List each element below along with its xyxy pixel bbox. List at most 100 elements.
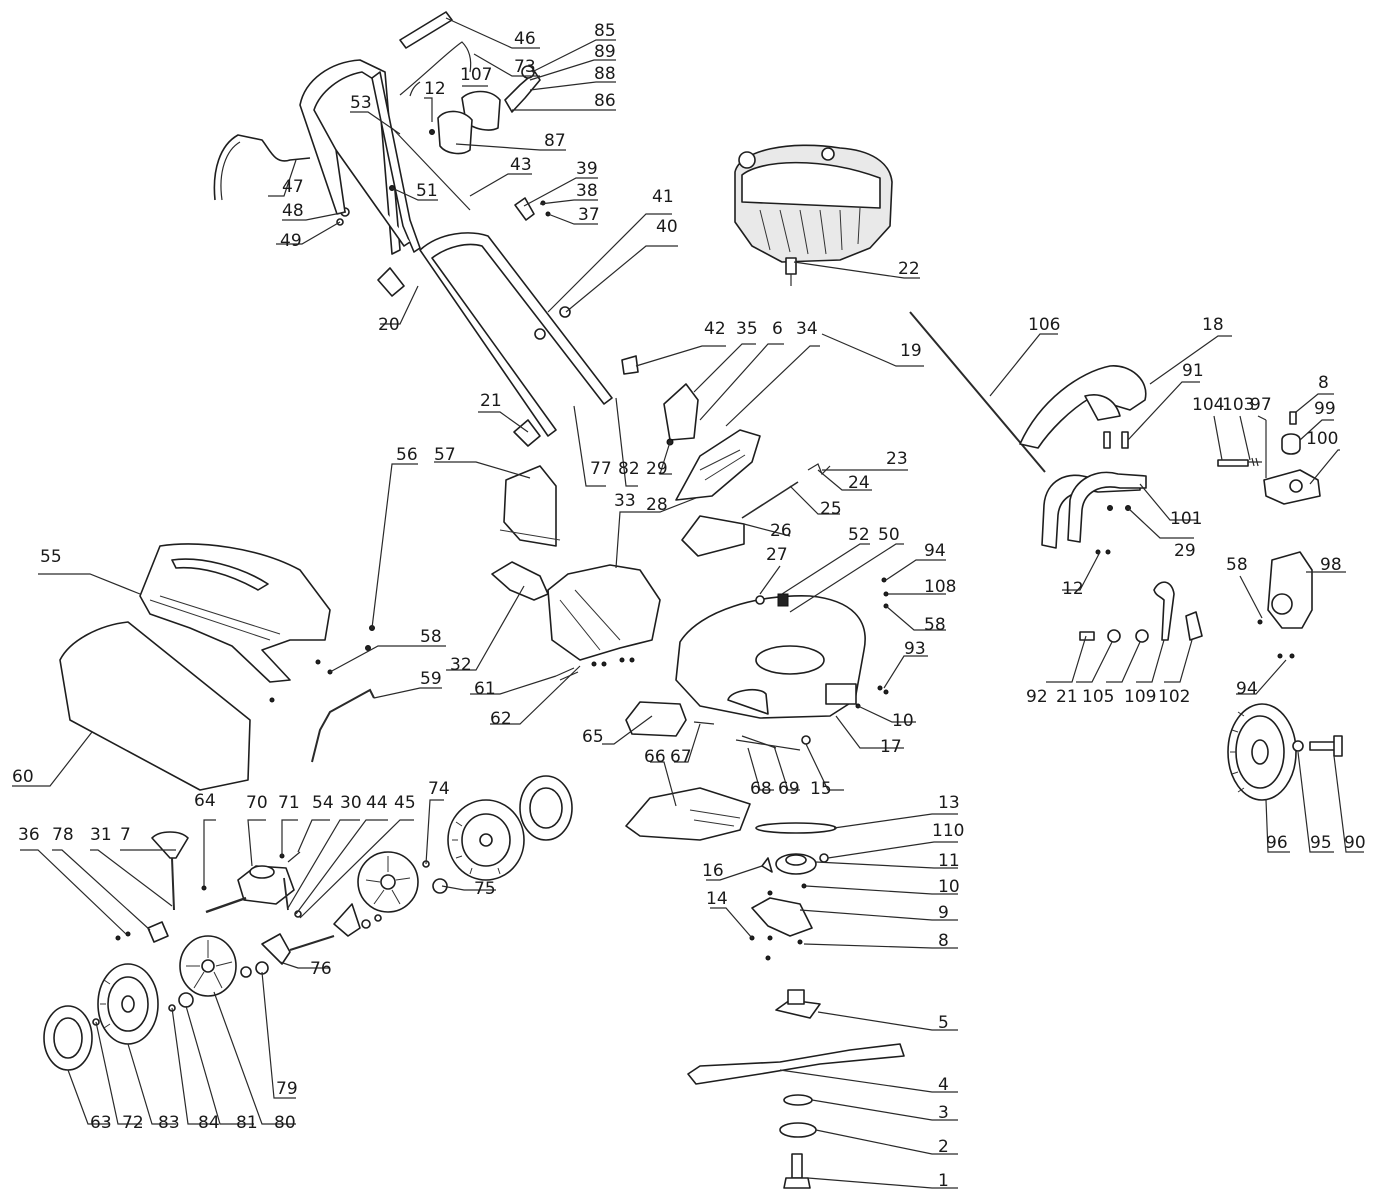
- part-label: 94: [1236, 679, 1258, 699]
- part-label: 11: [938, 851, 960, 871]
- part-label: 88: [594, 64, 616, 84]
- part-label: 50: [878, 525, 900, 545]
- part-label: 96: [1266, 833, 1288, 853]
- part-label: 21: [1056, 687, 1078, 707]
- part-label: 84: [198, 1113, 220, 1133]
- part-label: 91: [1182, 361, 1204, 381]
- part-label: 15: [810, 779, 832, 799]
- part-label: 97: [1250, 395, 1272, 415]
- part-label: 109: [1124, 687, 1156, 707]
- part-label: 74: [428, 779, 450, 799]
- leader-lines: [12, 17, 1364, 1189]
- part-label: 65: [582, 727, 604, 747]
- part-label: 101: [1170, 509, 1202, 529]
- part-label: 24: [848, 473, 870, 493]
- part-label: 3: [938, 1103, 949, 1123]
- part-label: 59: [420, 669, 442, 689]
- part-label: 92: [1026, 687, 1048, 707]
- part-label: 17: [880, 737, 902, 757]
- part-label: 35: [736, 319, 758, 339]
- part-label: 12: [424, 79, 446, 99]
- part-label: 10: [892, 711, 914, 731]
- part-label: 93: [904, 639, 926, 659]
- part-label: 34: [796, 319, 818, 339]
- part-label: 4: [938, 1075, 949, 1095]
- part-label: 32: [450, 655, 472, 675]
- part-label: 81: [236, 1113, 258, 1133]
- part-label: 99: [1314, 399, 1336, 419]
- part-label: 14: [706, 889, 728, 909]
- part-label: 27: [766, 545, 788, 565]
- part-label: 89: [594, 42, 616, 62]
- part-label: 9: [938, 903, 949, 923]
- part-label: 30: [340, 793, 362, 813]
- part-label: 23: [886, 449, 908, 469]
- part-label: 25: [820, 499, 842, 519]
- part-label: 90: [1344, 833, 1366, 853]
- part-label: 12: [1062, 579, 1084, 599]
- part-label: 46: [514, 29, 536, 49]
- part-label: 20: [378, 315, 400, 335]
- part-label: 78: [52, 825, 74, 845]
- part-label: 60: [12, 767, 34, 787]
- part-label: 69: [778, 779, 800, 799]
- part-label: 77: [590, 459, 612, 479]
- part-label: 54: [312, 793, 334, 813]
- part-label: 86: [594, 91, 616, 111]
- part-label: 107: [460, 65, 492, 85]
- part-label: 53: [350, 93, 372, 113]
- part-label: 37: [578, 205, 600, 225]
- part-label: 44: [366, 793, 388, 813]
- part-label: 87: [544, 131, 566, 151]
- parts: [43, 11, 1343, 1189]
- part-label: 26: [770, 521, 792, 541]
- part-label: 76: [310, 959, 332, 979]
- part-label: 2: [938, 1137, 949, 1157]
- part-label: 40: [656, 217, 678, 237]
- part-label: 70: [246, 793, 268, 813]
- part-label: 39: [576, 159, 598, 179]
- part-label: 106: [1028, 315, 1060, 335]
- part-label: 36: [18, 825, 40, 845]
- part-label: 67: [670, 747, 692, 767]
- part-label: 71: [278, 793, 300, 813]
- part-label: 28: [646, 495, 668, 515]
- part-label: 16: [702, 861, 724, 881]
- part-label: 31: [90, 825, 112, 845]
- part-label: 100: [1306, 429, 1338, 449]
- part-label: 105: [1082, 687, 1114, 707]
- part-label: 110: [932, 821, 964, 841]
- part-number-labels: 46 85 89 73 88 107 86 12 53 87 43 39 38 …: [12, 21, 1366, 1191]
- part-label: 19: [900, 341, 922, 361]
- part-label: 47: [282, 177, 304, 197]
- part-label: 8: [938, 931, 949, 951]
- part-label: 61: [474, 679, 496, 699]
- part-label: 13: [938, 793, 960, 813]
- part-label: 85: [594, 21, 616, 41]
- part-label: 42: [704, 319, 726, 339]
- part-label: 1: [938, 1171, 949, 1191]
- part-label: 29: [1174, 541, 1196, 561]
- part-label: 41: [652, 187, 674, 207]
- part-label: 22: [898, 259, 920, 279]
- part-label: 57: [434, 445, 456, 465]
- part-label: 56: [396, 445, 418, 465]
- part-label: 72: [122, 1113, 144, 1133]
- part-label: 58: [1226, 555, 1248, 575]
- part-label: 73: [514, 57, 536, 77]
- part-label: 6: [772, 319, 783, 339]
- part-label: 21: [480, 391, 502, 411]
- part-label: 52: [848, 525, 870, 545]
- part-label: 68: [750, 779, 772, 799]
- part-label: 10: [938, 877, 960, 897]
- part-label: 51: [416, 181, 438, 201]
- part-label: 8: [1318, 373, 1329, 393]
- part-label: 29: [646, 459, 668, 479]
- part-label: 58: [420, 627, 442, 647]
- part-label: 108: [924, 577, 956, 597]
- part-label: 79: [276, 1079, 298, 1099]
- part-label: 98: [1320, 555, 1342, 575]
- part-label: 43: [510, 155, 532, 175]
- part-label: 18: [1202, 315, 1224, 335]
- part-label: 58: [924, 615, 946, 635]
